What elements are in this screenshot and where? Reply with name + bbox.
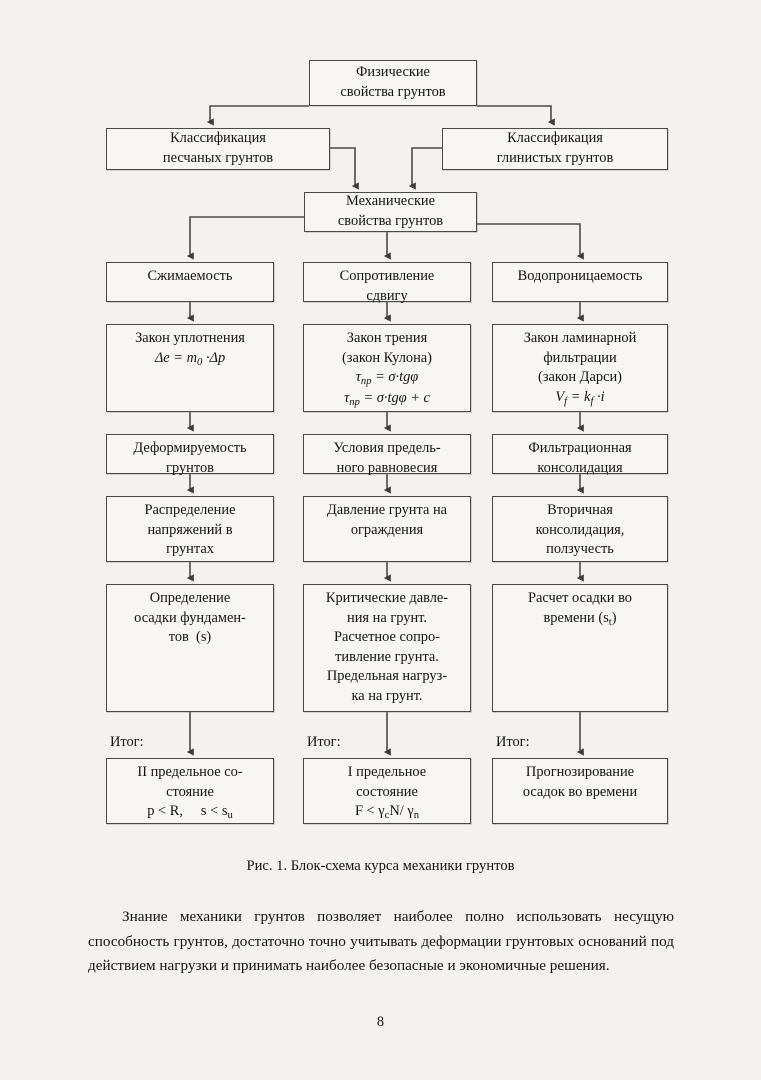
node-line: тивление грунта. — [335, 648, 439, 665]
node-mechanical-properties[interactable]: Механические свойства грунтов — [304, 192, 477, 232]
result-label-column-1: Итог: — [110, 734, 144, 750]
node-line: фильтрации — [543, 349, 617, 366]
node-foundation-settlement[interactable]: Определение осадки фундамен- тов (s) — [106, 584, 274, 712]
node-compressibility[interactable]: Сжимаемость — [106, 262, 274, 302]
node-line: ния на грунт. — [347, 609, 427, 626]
formula-friction-2: τпр = σ·tgφ + c — [344, 390, 430, 409]
node-line: консолидация, — [535, 521, 625, 538]
node-line: Закон трения — [346, 330, 428, 346]
result-label-column-2: Итог: — [307, 734, 341, 750]
formula-friction-1: τпр = σ·tgφ — [355, 369, 419, 387]
node-compaction-law[interactable]: Закон уплотнения Δe = m0 ·Δp — [106, 324, 274, 412]
node-line: Распределение — [144, 502, 236, 518]
node-secondary-consolidation[interactable]: Вторичная консолидация, ползучесть — [492, 496, 668, 562]
figure-caption: Рис. 1. Блок-схема курса механики грунто… — [246, 858, 515, 874]
formula-second-limit-state: p < R, s < su — [147, 803, 233, 821]
formula-compaction: Δe = m0 ·Δp — [154, 349, 226, 368]
node-soil-pressure-on-walls[interactable]: Давление грунта на ограждения — [303, 496, 471, 562]
node-line: осадок во времени — [522, 783, 638, 800]
formula-first-limit-state: F < γcN/ γn — [354, 803, 420, 821]
node-line: Водопроницаемость — [517, 268, 643, 284]
node-line: Закон ламинарной — [523, 330, 637, 346]
node-line: свойства грунтов — [337, 213, 444, 229]
node-laminar-filtration-law[interactable]: Закон ламинарной фильтрации (закон Дарси… — [492, 324, 668, 412]
node-line: Определение — [149, 590, 231, 606]
node-shear-resistance[interactable]: Сопротивление сдвигу — [303, 262, 471, 304]
node-line: ползучесть — [546, 541, 614, 558]
body-text: Знание механики грунтов позволяет наибол… — [88, 905, 674, 979]
node-line: (закон Дарси) — [538, 369, 622, 386]
node-line: ного равновесия — [336, 459, 438, 476]
node-line: Классификация — [170, 130, 266, 147]
node-line: (закон Кулона) — [342, 349, 432, 366]
node-line: Сжимаемость — [147, 268, 233, 284]
node-line: Расчет осадки во — [527, 590, 632, 606]
flowchart-figure: Физические свойства грунтов Классификаци… — [106, 60, 668, 824]
node-critical-pressures[interactable]: Критические давле- ния на грунт. Расчетн… — [303, 584, 471, 712]
node-deformability[interactable]: Деформируемость грунтов — [106, 434, 274, 476]
node-line: состояние — [356, 783, 418, 800]
node-line: Сопротивление — [339, 268, 435, 284]
node-line: I предельное — [347, 764, 427, 780]
node-line: Давление грунта на — [326, 502, 448, 518]
node-line: Фильтрационная — [528, 440, 632, 456]
node-line: Вторичная — [547, 502, 613, 518]
node-second-limit-state[interactable]: II предельное со- стояние p < R, s < su — [106, 758, 274, 824]
node-line: грунтов — [166, 459, 214, 476]
node-line: напряжений в — [147, 521, 233, 538]
node-first-limit-state[interactable]: I предельное состояние F < γcN/ γn — [303, 758, 471, 824]
node-limit-equilibrium[interactable]: Условия предель- ного равновесия — [303, 434, 471, 476]
node-line: ограждения — [350, 521, 424, 538]
node-line: II предельное со- — [137, 764, 243, 780]
node-settlement-forecast[interactable]: Прогнозирование осадок во времени — [492, 758, 668, 824]
node-line: сдвигу — [366, 287, 408, 304]
node-line: песчаных грунтов — [162, 150, 274, 166]
body-paragraph: Знание механики грунтов позволяет наибол… — [88, 908, 674, 975]
node-line: осадки фундамен- — [134, 609, 246, 626]
node-line: ка на грунт. — [351, 687, 423, 704]
node-line: тов (s) — [168, 629, 212, 646]
page-number: 8 — [376, 1014, 385, 1030]
node-filtration-consolidation[interactable]: Фильтрационная консолидация — [492, 434, 668, 476]
node-stress-distribution[interactable]: Распределение напряжений в грунтах — [106, 496, 274, 562]
node-friction-law[interactable]: Закон трения (закон Кулона) τпр = σ·tgφ … — [303, 324, 471, 412]
node-line: Закон уплотнения — [135, 330, 245, 346]
node-line: Критические давле- — [325, 590, 449, 606]
flowchart-connectors — [186, 105, 584, 756]
node-line: Механические — [345, 193, 436, 210]
node-line: Предельная нагруз- — [326, 668, 448, 685]
node-clay-classification[interactable]: Классификация глинистых грунтов — [442, 128, 668, 170]
node-physical-properties[interactable]: Физические свойства грунтов — [309, 60, 477, 106]
node-line: Прогнозирование — [525, 764, 635, 780]
node-line: грунтах — [166, 541, 214, 558]
node-line: свойства грунтов — [340, 84, 446, 100]
node-water-permeability[interactable]: Водопроницаемость — [492, 262, 668, 302]
node-settlement-in-time[interactable]: Расчет осадки во времени (st) — [492, 584, 668, 712]
node-line: Физические — [356, 64, 430, 81]
node-line: стояние — [166, 783, 214, 800]
result-label-column-3: Итог: — [496, 734, 530, 750]
node-line: Условия предель- — [333, 440, 441, 456]
node-line: Деформируемость — [133, 440, 247, 456]
node-line: консолидация — [537, 459, 623, 476]
node-line: Классификация — [507, 130, 603, 147]
node-sand-classification[interactable]: Классификация песчаных грунтов — [106, 128, 330, 170]
formula-darcy: Vf = kf ·i — [555, 388, 605, 407]
node-line: глинистых грунтов — [496, 150, 614, 166]
node-line: времени (st) — [543, 609, 617, 628]
node-line: Расчетное сопро- — [334, 629, 440, 646]
